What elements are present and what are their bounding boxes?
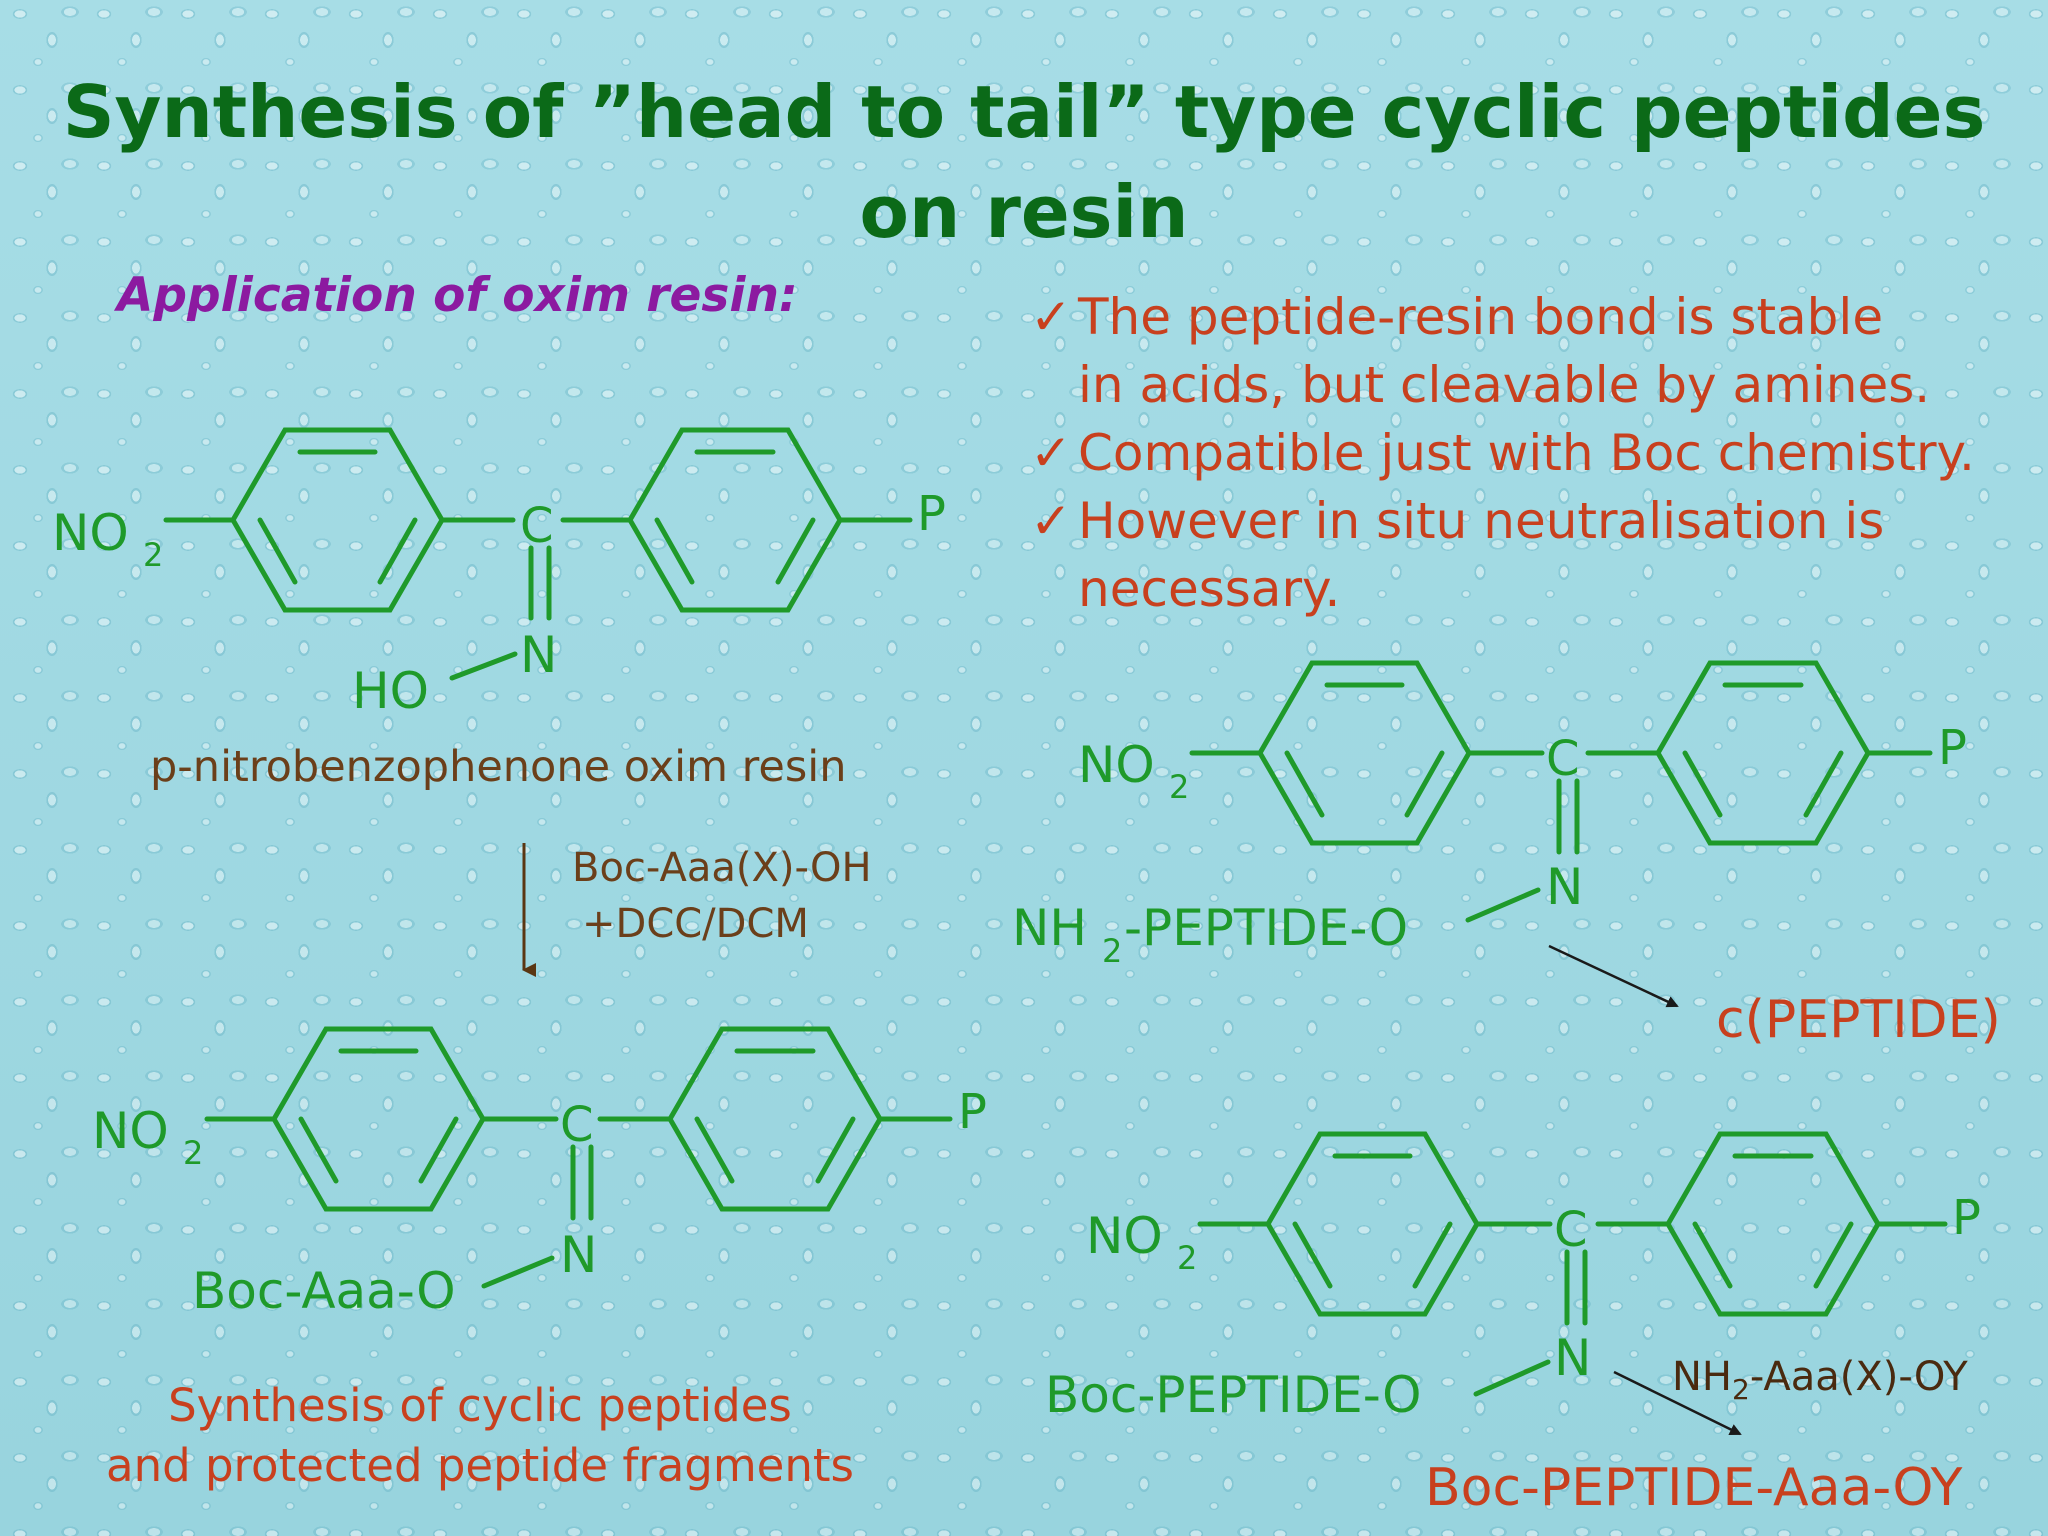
section-heading: Application of oxim resin: [117,268,798,323]
title-line-1: Synthesis of ”head to tail” type cyclic … [62,70,1986,154]
resin-name-label: p-nitrobenzophenone oxim resin [150,742,847,792]
loaded-resin-structure [204,1026,953,1289]
bullet-list: ✓ The peptide-resin bond is stable in ac… [1030,283,2040,623]
amine-reagent-label: NH2-Aaa(X)-OY [1672,1354,1968,1406]
protected-peptide-label: Boc-PEPTIDE-O [1045,1366,1422,1424]
polymer-label: P [917,486,946,542]
peptide-amine-label: NH [1012,899,1087,957]
peptide-amine-suffix: -PEPTIDE-O [1124,899,1408,957]
cyclization-arrow [1548,944,1679,1008]
protected-peptide-resin-structure [1197,1131,1948,1397]
hydroxy-label: HO [352,662,429,720]
nitro-subscript: 2 [1177,1239,1197,1277]
nitro-subscript: 2 [143,536,163,574]
nitrogen-label: N [560,1226,597,1284]
caption-line-1: Synthesis of cyclic peptides [168,1379,792,1432]
protected-peptide-resin-labels: NO 2 C N P Boc-PEPTIDE-O [1045,1190,1981,1424]
loaded-resin-labels: NO 2 C N P Boc-Aaa-O [92,1084,987,1320]
checkmark-icon: ✓ [1030,424,1072,482]
cyclic-peptide-product: c(PEPTIDE) [1716,990,2001,1050]
nitrogen-label: N [1554,1329,1591,1387]
carbon-label: C [1554,1202,1588,1258]
aminolysis-arrow [1613,1370,1742,1436]
fragment-product: Boc-PEPTIDE-Aaa-OY [1425,1458,1963,1518]
peptide-amine-subscript: 2 [1102,932,1122,970]
nitro-group-label: NO [1086,1207,1163,1265]
reagent-line-1: Boc-Aaa(X)-OH [572,845,872,891]
peptide-resin-labels: NO 2 C N P NH 2 -PEPTIDE-O [1012,720,1967,970]
polymer-label: P [1938,720,1967,776]
oxime-resin-structure [163,427,913,681]
checkmark-icon: ✓ [1030,288,1072,346]
checkmark-icon: ✓ [1030,492,1072,550]
carbon-label: C [560,1097,594,1153]
nitro-group-label: NO [92,1102,169,1160]
title-line-2: on resin [859,170,1189,254]
bullet-item: ✓ Compatible just with Boc chemistry. [1030,419,2040,487]
polymer-label: P [958,1084,987,1140]
amine-reagent-subscript: 2 [1732,1373,1750,1406]
caption-line-2: and protected peptide fragments [106,1439,854,1492]
reagent-line-2: +DCC/DCM [582,901,809,947]
bullet-item: ✓ The peptide-resin bond is stable in ac… [1030,283,2040,419]
nitrogen-label: N [520,626,557,684]
nitro-subscript: 2 [1169,768,1189,806]
bullet-text: However in situ neutralisation is [1078,492,1885,550]
synthesis-caption: Synthesis of cyclic peptides and protect… [0,1376,960,1496]
amine-reagent-suffix: -Aaa(X)-OY [1749,1354,1968,1400]
carbon-label: C [1546,731,1580,787]
oxime-resin-labels: NO 2 C N P HO [52,486,946,720]
bullet-text: The peptide-resin bond is stable [1078,288,1884,346]
bullet-text-continued: in acids, but cleavable by amines. [1078,356,1931,414]
nitro-group-label: NO [52,504,129,562]
nitro-subscript: 2 [183,1134,203,1172]
bullet-text-continued: necessary. [1078,560,1341,618]
nitrogen-label: N [1546,858,1583,916]
carbon-label: C [520,498,554,554]
polymer-label: P [1952,1190,1981,1246]
nitro-group-label: NO [1078,736,1155,794]
bullet-item: ✓ However in situ neutralisation is nece… [1030,487,2040,623]
reagent-label: Boc-Aaa(X)-OH +DCC/DCM [572,840,872,952]
loaded-ester-label: Boc-Aaa-O [192,1262,456,1320]
bullet-text: Compatible just with Boc chemistry. [1078,424,1975,482]
slide-title: Synthesis of ”head to tail” type cyclic … [0,62,2048,262]
peptide-resin-structure [1189,660,1933,923]
amine-reagent-prefix: NH [1672,1354,1732,1400]
